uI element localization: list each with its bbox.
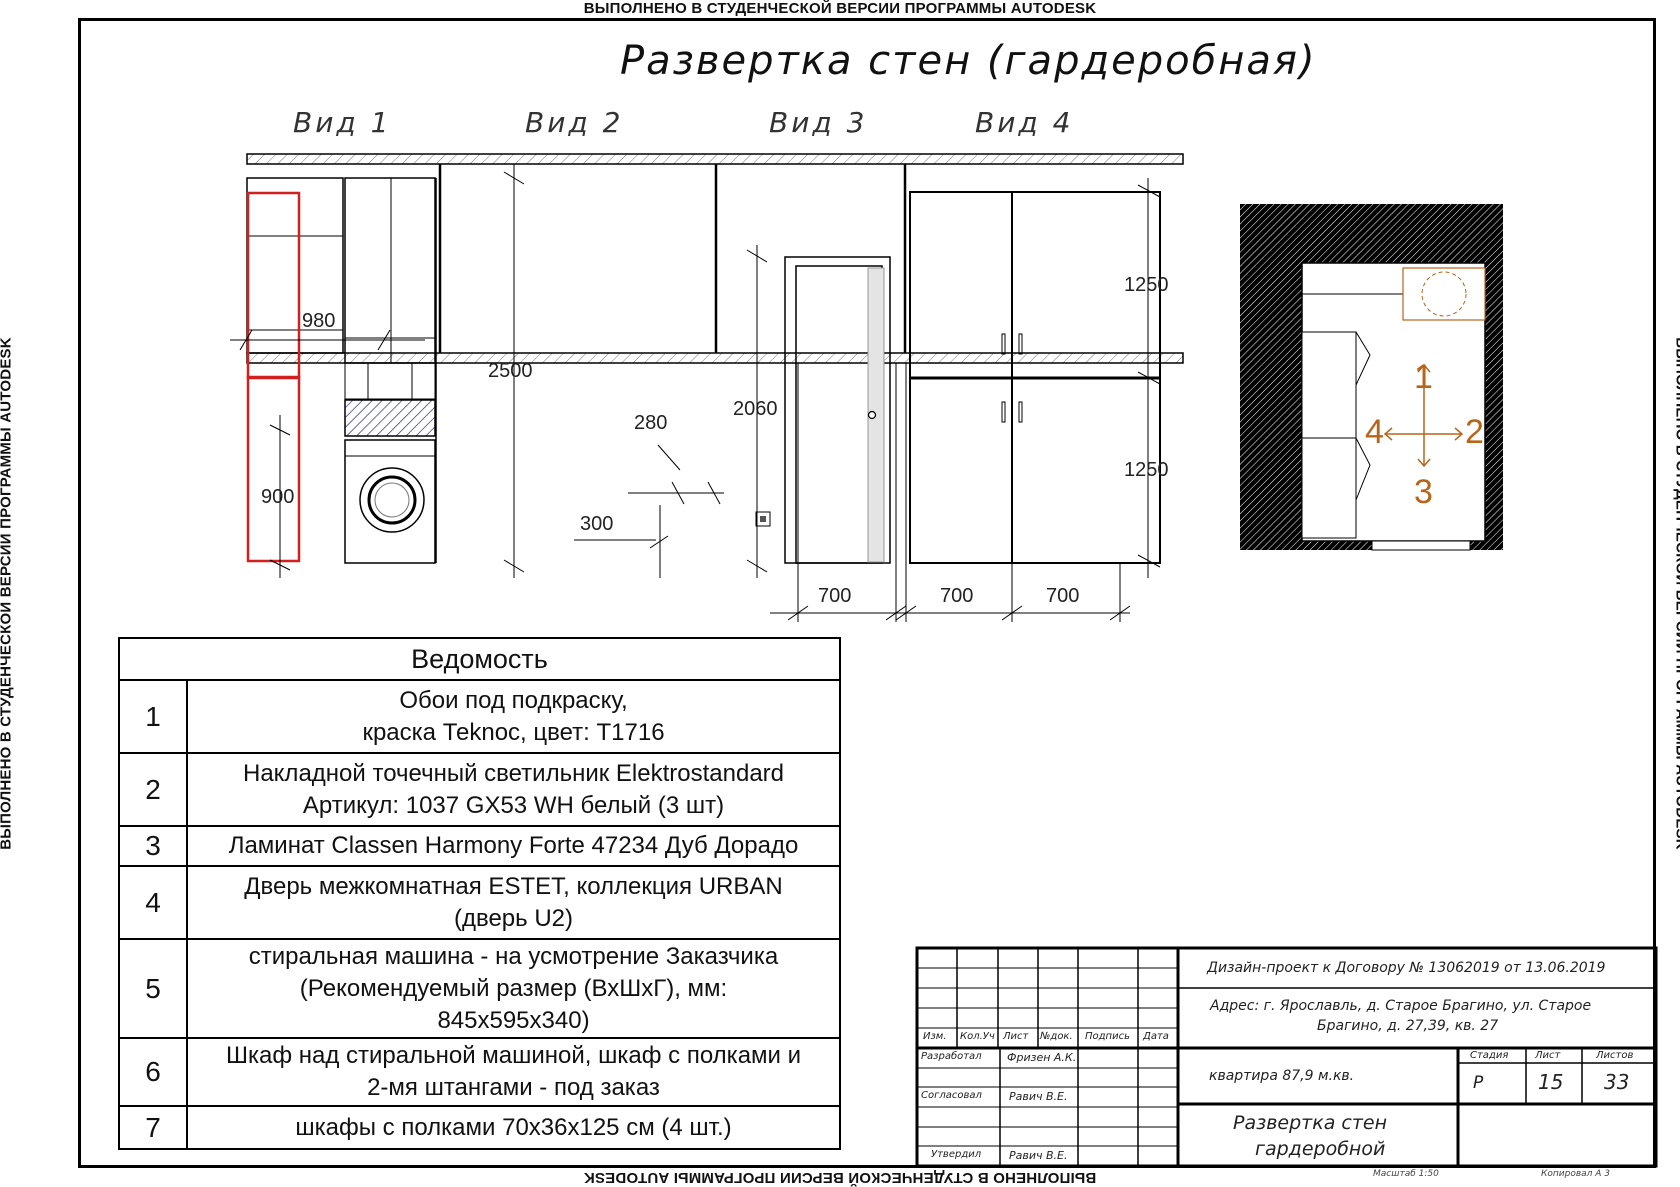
highlight-wardrobe-lower: [246, 375, 301, 563]
stamp-address-line1: Адрес: г. Ярославль, д. Старое Брагино, …: [1210, 998, 1592, 1014]
title-block-grid: [915, 946, 1658, 1168]
stamp-list-number: 15: [1538, 1070, 1564, 1094]
dimension-2060: 2060: [733, 398, 778, 420]
plan-view-number-1: 1: [1414, 358, 1433, 396]
row-number: 1: [118, 679, 188, 754]
stamp-header-data: Дата: [1143, 1031, 1169, 1042]
row-text: Шкаф над стиральной машиной, шкаф с полк…: [186, 1037, 841, 1107]
row-text: шкафы с полками 70х36х125 см (4 шт.): [186, 1105, 841, 1150]
table-row: 1 Обои под подкраску,краска Теknос, цвет…: [118, 679, 841, 754]
table-row: 2 Накладной точечный светильник Elektros…: [118, 752, 841, 827]
table-row: 6 Шкаф над стиральной машиной, шкаф с по…: [118, 1037, 841, 1107]
table-row: 5 стиральная машина - на усмотрение Зака…: [118, 938, 841, 1039]
view-label-4: Вид 4: [975, 106, 1074, 139]
dimension-2500: 2500: [488, 360, 533, 382]
highlight-wardrobe-upper: [246, 191, 301, 380]
dimension-1250-bottom: 1250: [1124, 459, 1169, 481]
stamp-header-podpis: Подпись: [1085, 1031, 1130, 1042]
row-text: Ламинат Classen Harmony Forte 47234 Дуб …: [186, 825, 841, 867]
plan-view-number-3: 3: [1414, 473, 1433, 511]
row-number: 7: [118, 1105, 188, 1150]
table-row: 7 шкафы с полками 70х36х125 см (4 шт.): [118, 1105, 841, 1150]
view-label-2: Вид 2: [525, 106, 624, 139]
stamp-header-izm: Изм.: [923, 1031, 947, 1042]
view-label-3: Вид 3: [769, 106, 868, 139]
drawing-title: Развертка стен (гардеробная): [620, 38, 1317, 84]
drawing-frame: [78, 18, 1656, 1168]
vedomost-table: Ведомость 1 Обои под подкраску,краска Те…: [118, 637, 841, 1150]
dimension-300: 300: [580, 513, 614, 535]
dimension-980: 980: [302, 310, 336, 332]
dimension-700-cabinet-right: 700: [1046, 585, 1080, 607]
dimension-1250-top: 1250: [1124, 274, 1169, 296]
stamp-sheet-title-line1: Развертка стен: [1233, 1112, 1388, 1134]
stamp-stadia: Р: [1473, 1073, 1484, 1093]
dimension-700-cabinet-left: 700: [940, 585, 974, 607]
stamp-listov-label: Листов: [1596, 1050, 1634, 1061]
stamp-format: Копировал А 3: [1541, 1169, 1611, 1179]
stamp-project: Дизайн-проект к Договору № 13062019 от 1…: [1207, 960, 1606, 976]
stamp-listov-number: 33: [1604, 1070, 1630, 1094]
row-text: Обои под подкраску,краска Теknос, цвет: …: [186, 679, 841, 754]
stamp-scale: Масштаб 1:50: [1373, 1169, 1439, 1179]
title-block: Дизайн-проект к Договору № 13062019 от 1…: [917, 948, 1656, 1166]
vedomost-title: Ведомость: [118, 637, 841, 681]
watermark-top: ВЫПОЛНЕНО В СТУДЕНЧЕСКОЙ ВЕРСИИ ПРОГРАММ…: [583, 0, 1097, 17]
row-text: Дверь межкомнатная ESTET, коллекция URBA…: [186, 865, 841, 940]
stamp-header-ndok: №док.: [1040, 1031, 1073, 1042]
floor-slab: [246, 352, 1184, 364]
stamp-razrabotal-name: Фризен А.К.: [1007, 1051, 1077, 1064]
row-text: стиральная машина - на усмотрение Заказч…: [186, 938, 841, 1039]
stamp-header-list: Лист: [1003, 1031, 1029, 1042]
stamp-soglasoval-label: Согласовал: [921, 1090, 982, 1101]
dimension-900: 900: [261, 486, 295, 508]
row-number: 5: [118, 938, 188, 1039]
washing-machine: [344, 439, 436, 564]
stamp-utverdil-label: Утвердил: [931, 1149, 982, 1160]
row-number: 2: [118, 752, 188, 827]
row-number: 6: [118, 1037, 188, 1107]
stamp-address-line2: Брагино, д. 27,39, кв. 27: [1317, 1018, 1499, 1034]
view-label-1: Вид 1: [293, 106, 392, 139]
dimension-280: 280: [634, 412, 668, 434]
table-row: 4 Дверь межкомнатная ESTET, коллекция UR…: [118, 865, 841, 940]
row-text: Накладной точечный светильник Elektrosta…: [186, 752, 841, 827]
plan-view-number-2: 2: [1465, 413, 1484, 451]
ceiling-slab: [246, 153, 1184, 165]
stamp-razrabotal-label: Разработал: [921, 1051, 982, 1062]
stamp-sheet-title-line2: гардеробной: [1255, 1138, 1386, 1160]
stamp-stadia-label: Стадия: [1470, 1050, 1509, 1061]
dimension-700-door: 700: [818, 585, 852, 607]
countertop-hatch: [344, 399, 436, 437]
stamp-soglasoval-name: Равич В.Е.: [1009, 1090, 1068, 1103]
row-number: 3: [118, 825, 188, 867]
plan-view-number-4: 4: [1365, 413, 1384, 451]
table-row: 3 Ламинат Classen Harmony Forte 47234 Ду…: [118, 825, 841, 867]
stamp-header-kol: Кол.Уч: [960, 1031, 995, 1042]
stamp-utverdil-name: Равич В.Е.: [1009, 1149, 1068, 1162]
row-number: 4: [118, 865, 188, 940]
stamp-object: квартира 87,9 м.кв.: [1209, 1068, 1355, 1084]
stamp-list-label: Лист: [1535, 1050, 1561, 1061]
